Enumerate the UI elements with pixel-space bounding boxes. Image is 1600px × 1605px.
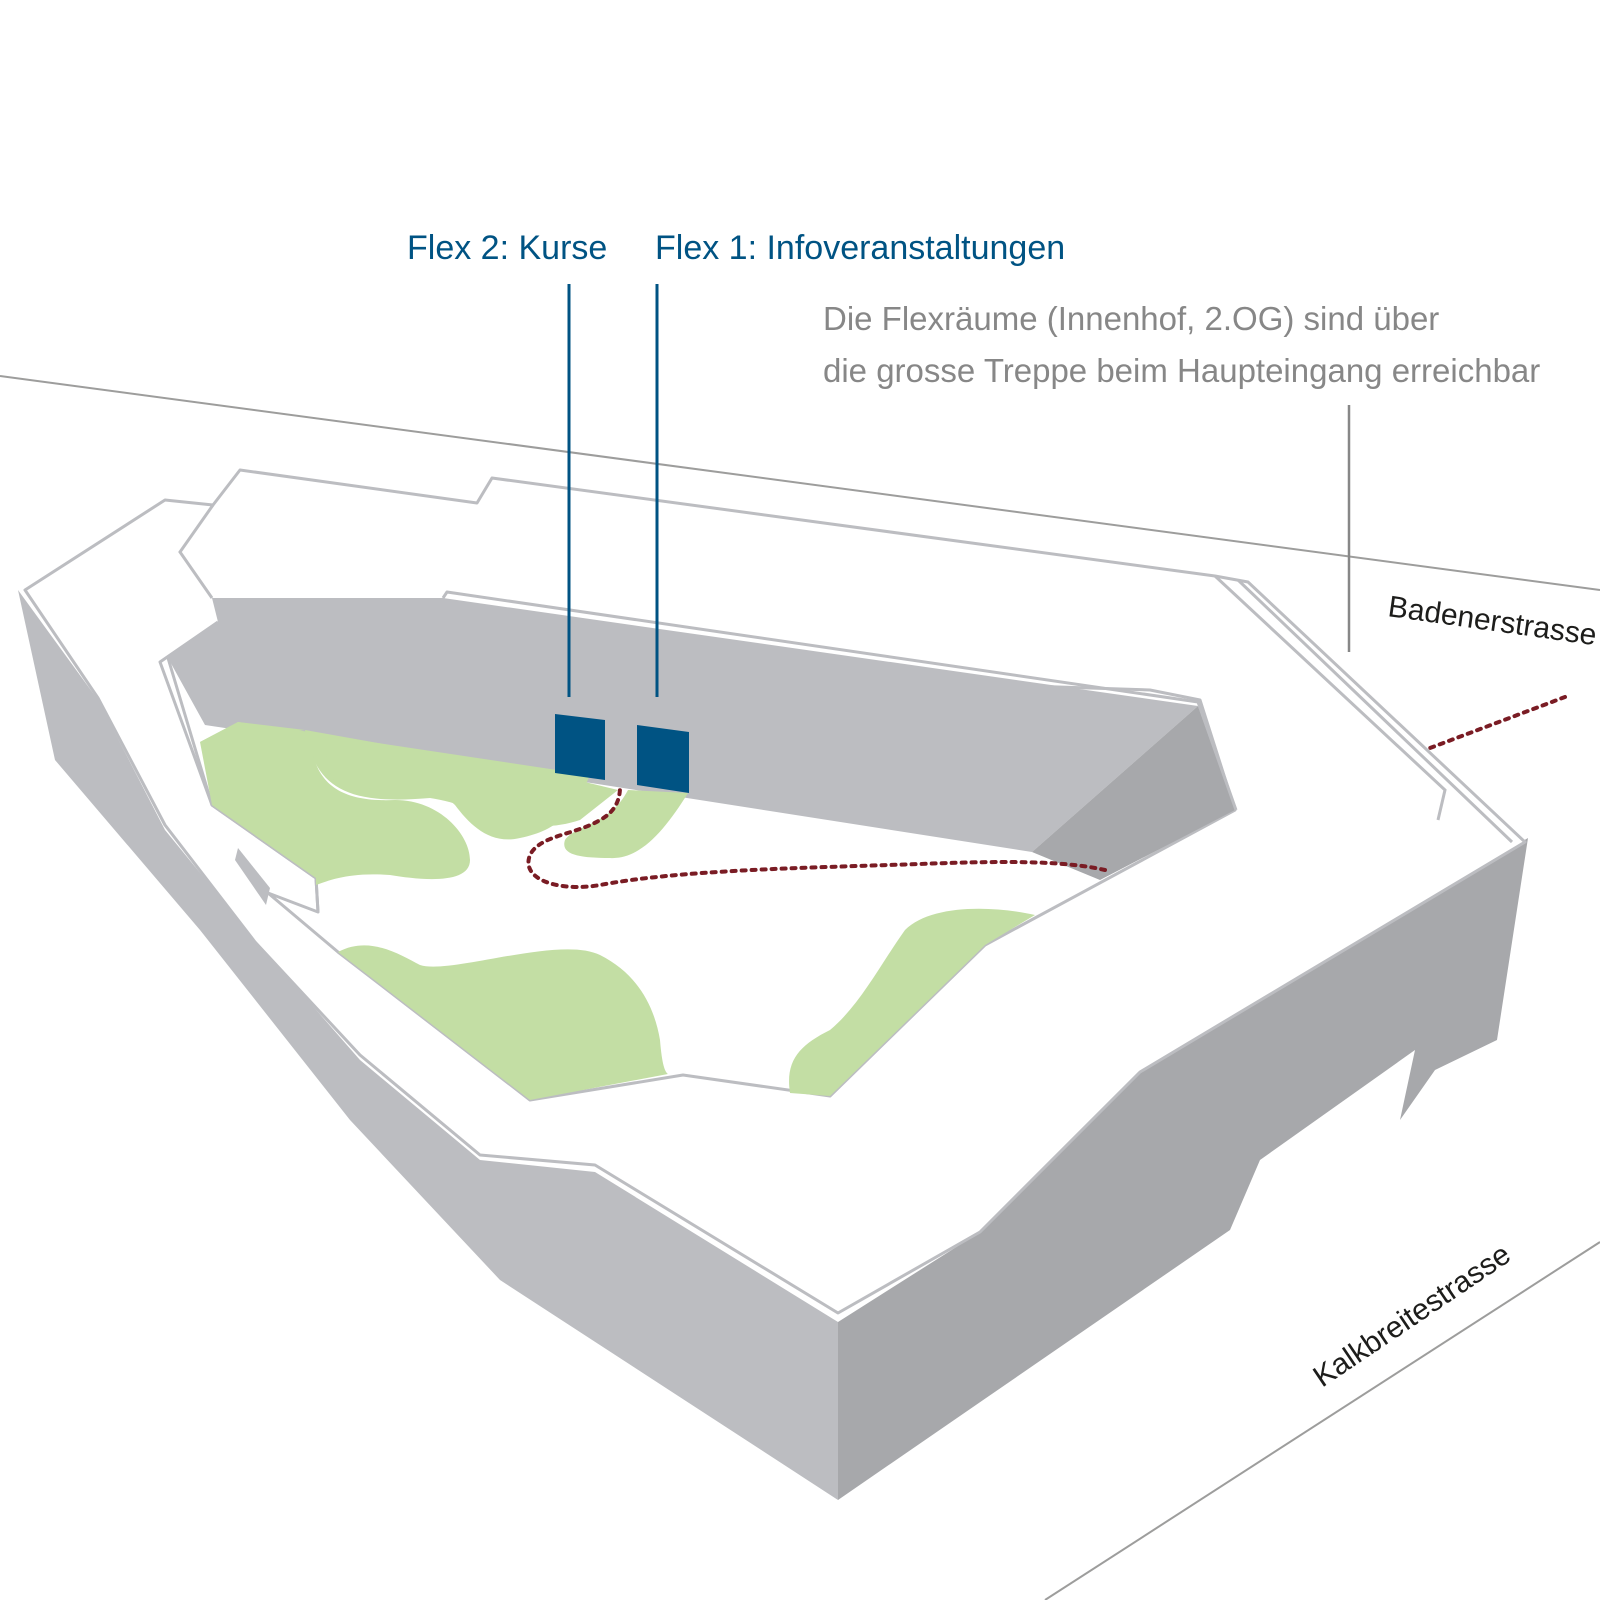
flex-2-label: Flex 2: Kurse — [407, 229, 607, 267]
green-area-center-north — [325, 735, 590, 840]
courtyard-wall-north — [168, 598, 1198, 852]
outer-wall-east — [838, 838, 1528, 1500]
note-line-2: die grosse Treppe beim Haupteingang erre… — [823, 352, 1540, 389]
street-line-kalkbreitestrasse — [1044, 1241, 1600, 1601]
courtyard-rim-north — [441, 590, 1238, 811]
green-area-west — [200, 722, 470, 885]
flex-2-room — [555, 714, 605, 780]
flex-1-label: Flex 1: Infoveranstaltungen — [655, 229, 1065, 267]
street-line-badenerstrasse — [0, 375, 1600, 591]
green-area-stair — [564, 790, 688, 859]
roof-parapet — [1213, 574, 1447, 821]
roof-edge-inner-west — [178, 504, 215, 599]
outer-wall-west — [18, 590, 838, 1500]
badenerstrasse-label: Badenerstrasse — [1386, 590, 1599, 652]
access-route-courtyard — [526, 785, 1107, 889]
flex-1-room — [637, 725, 689, 793]
inner-wall-west — [235, 848, 270, 905]
note-line-1: Die Flexräume (Innenhof, 2.OG) sind über — [823, 300, 1439, 337]
green-area-southeast — [789, 908, 1035, 1096]
green-area-southwest — [338, 945, 668, 1100]
courtyard-wall-northeast — [1032, 706, 1235, 880]
access-route-dotted — [1428, 695, 1567, 750]
roof-edge-east-inner — [1236, 578, 1514, 844]
